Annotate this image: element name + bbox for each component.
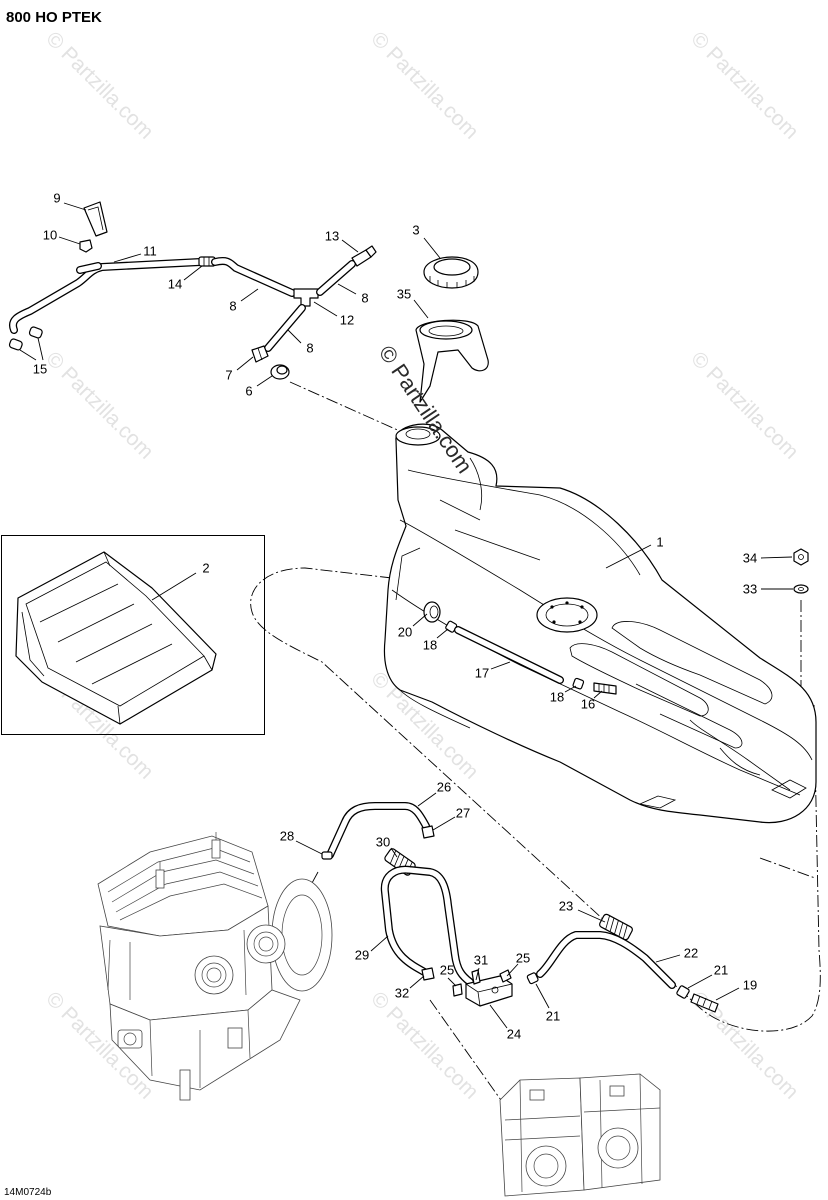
callout-25-left: 25	[440, 963, 454, 978]
fitting-25-right	[499, 969, 512, 983]
callout-18-upper: 18	[423, 638, 437, 653]
callout-18-lower: 18	[550, 690, 564, 705]
clamp-21-line	[676, 985, 690, 999]
fitting-16	[593, 682, 617, 695]
diagram-code: 14M0724b	[4, 1187, 52, 1198]
callout-21-line: 21	[714, 963, 728, 978]
callout-29: 29	[355, 948, 369, 963]
fuel-hose-22	[536, 931, 676, 989]
callout-14: 14	[168, 277, 182, 292]
watermark: © Partzilla.com	[366, 27, 482, 143]
callout-6: 6	[245, 384, 252, 399]
clamp-28	[321, 851, 333, 860]
fuel-hose-26	[326, 802, 430, 859]
callouts: 9 10 11 14 15 13 3 35 8 8 12 8 7 6 1 2 3…	[33, 191, 757, 1042]
callout-30: 30	[376, 835, 390, 850]
callout-23: 23	[559, 899, 573, 914]
callout-7: 7	[225, 368, 232, 383]
callout-13: 13	[325, 229, 339, 244]
vent-hose-8-right	[316, 260, 356, 296]
clamp-27	[421, 825, 435, 839]
callout-11: 11	[143, 244, 157, 259]
push-nut-10	[79, 239, 93, 253]
elbow-7	[251, 345, 269, 363]
watermark: © Partzilla.com	[366, 987, 482, 1103]
engine	[97, 832, 333, 1101]
callout-21-pump: 21	[546, 1009, 560, 1024]
washer-33	[793, 584, 809, 594]
callout-1: 1	[656, 535, 663, 550]
fitting-25-left	[452, 983, 463, 997]
callout-16: 16	[581, 697, 595, 712]
callout-17: 17	[475, 666, 489, 681]
nut-34	[793, 548, 809, 566]
fitting-13	[351, 245, 377, 267]
callout-8-left: 8	[229, 299, 236, 314]
callout-33: 33	[743, 582, 757, 597]
callout-8-right: 8	[361, 291, 368, 306]
callout-22: 22	[684, 946, 698, 961]
callout-2: 2	[202, 561, 209, 576]
callout-8-lower: 8	[306, 341, 313, 356]
callout-3: 3	[412, 223, 419, 238]
callout-20: 20	[398, 625, 412, 640]
grommet-6	[270, 364, 290, 380]
sleeve-23	[599, 913, 633, 941]
callout-28: 28	[280, 829, 294, 844]
fuel-tank-1	[383, 423, 817, 824]
callout-24: 24	[507, 1027, 521, 1042]
fitting-31	[471, 969, 481, 985]
fuel-cap-3	[423, 256, 479, 289]
leader-lines	[19, 202, 793, 1029]
fuel-hose-29	[380, 865, 474, 986]
callout-32: 32	[395, 986, 409, 1001]
reference-lines	[250, 381, 821, 1111]
vent-hose-8-lower	[264, 304, 306, 352]
vent-hose-8-left	[211, 256, 296, 297]
fuel-hose-17	[454, 626, 564, 684]
caps-15	[8, 326, 43, 351]
vent-clip-9	[83, 201, 108, 237]
callout-10: 10	[43, 228, 57, 243]
callout-35: 35	[397, 287, 411, 302]
watermark: © Partzilla.com	[41, 27, 157, 143]
watermark: © Partzilla.com	[686, 27, 802, 143]
callout-19: 19	[743, 978, 757, 993]
callout-27: 27	[456, 806, 470, 821]
detail-box	[1, 535, 265, 735]
callout-25-right: 25	[516, 951, 530, 966]
tank-support-2	[15, 551, 217, 725]
filler-neck-35	[415, 319, 489, 403]
tee-fitting-12	[293, 288, 319, 307]
watermark: © Partzilla.com	[686, 347, 802, 463]
clamp-21-pump	[526, 972, 539, 985]
callout-15: 15	[33, 362, 47, 377]
diagram-title: 800 HO PTEK	[6, 9, 102, 26]
clamp-32	[421, 967, 435, 981]
callout-34: 34	[743, 551, 757, 566]
callout-9: 9	[53, 191, 60, 206]
grommet-20	[423, 601, 441, 623]
watermark: © Partzilla.com	[41, 347, 157, 463]
callout-12: 12	[340, 313, 354, 328]
fuel-pump-24	[465, 975, 513, 1007]
callout-31: 31	[474, 953, 488, 968]
callout-26: 26	[437, 780, 451, 795]
carburetors	[499, 1073, 661, 1197]
fitting-19	[690, 993, 719, 1013]
vent-hose-11	[9, 258, 204, 334]
